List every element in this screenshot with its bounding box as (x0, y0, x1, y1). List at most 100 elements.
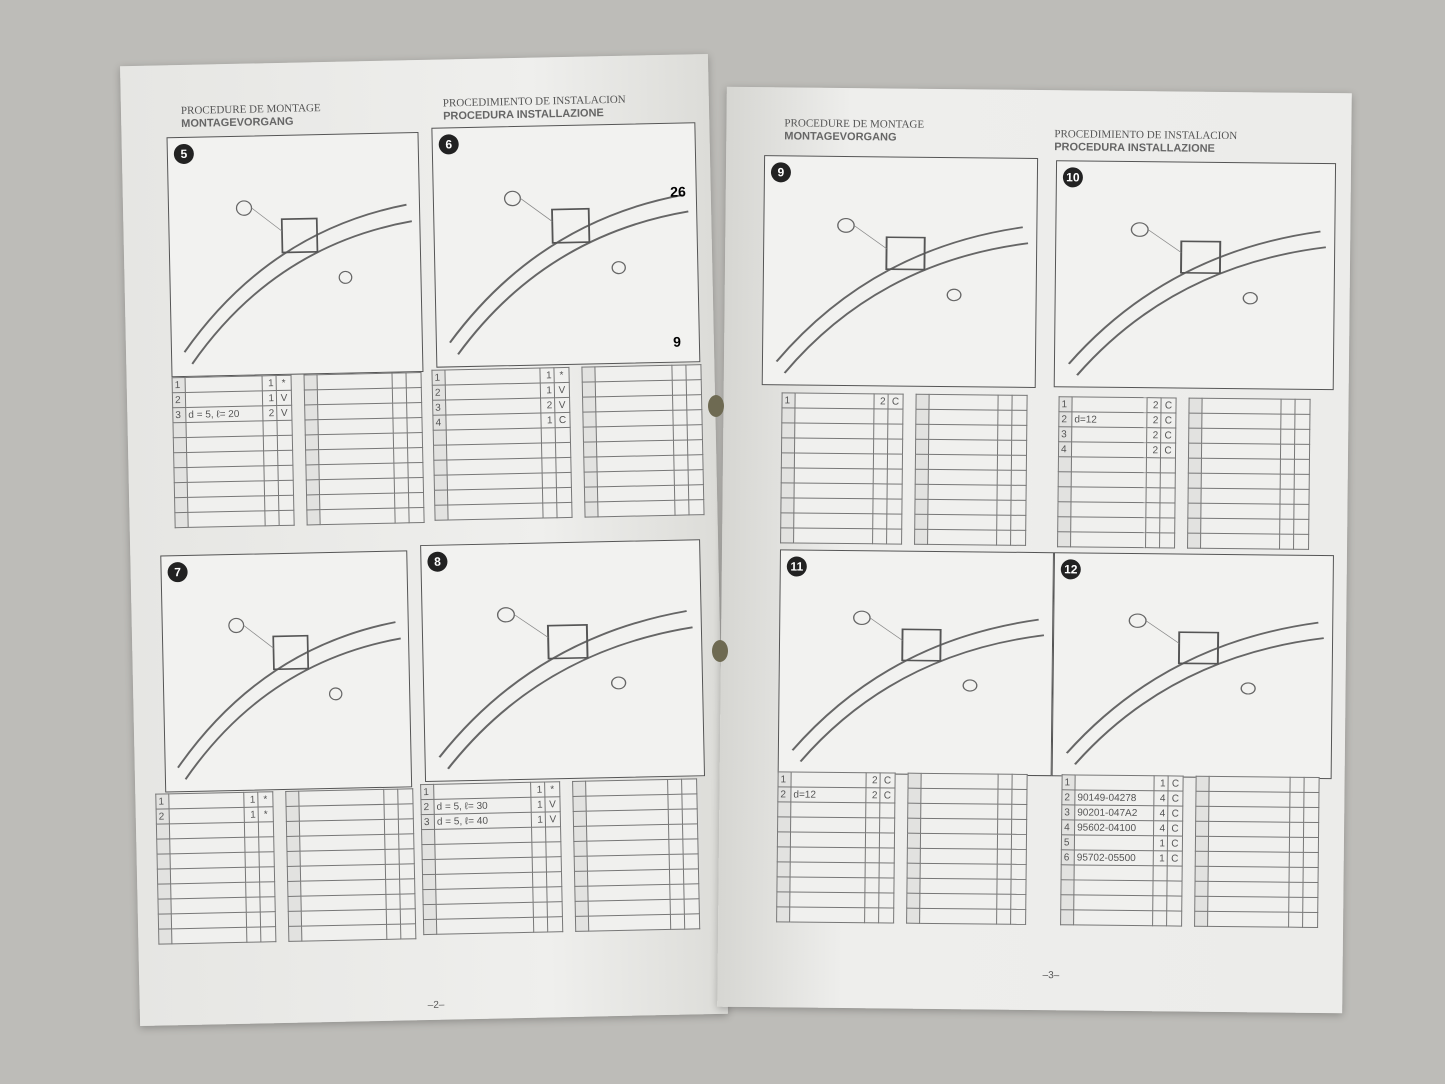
cell (1188, 428, 1202, 444)
table-row (1194, 896, 1318, 913)
cell (1070, 501, 1147, 518)
cell (186, 450, 264, 468)
cell (595, 380, 673, 397)
cell (1279, 534, 1294, 550)
cell (400, 923, 416, 940)
cell (264, 495, 279, 511)
cell: 4 (1153, 790, 1168, 806)
cell: 2 (1146, 442, 1161, 458)
cell (1071, 486, 1147, 503)
cell: V (276, 390, 292, 406)
cell (1207, 896, 1289, 913)
cell (186, 465, 265, 483)
cell (595, 395, 673, 412)
cell (547, 901, 563, 917)
cell (1293, 504, 1309, 520)
motorcycle-part-drawing (791, 610, 1045, 762)
cell (1293, 534, 1309, 550)
cell (1187, 488, 1202, 504)
cell (1057, 531, 1071, 547)
cell (596, 425, 674, 442)
cell (532, 887, 548, 903)
cell (1303, 777, 1320, 793)
cell (385, 864, 400, 880)
cell (887, 468, 903, 485)
table-row (781, 482, 903, 500)
cell (920, 788, 998, 805)
cell (187, 480, 265, 498)
table-row (907, 788, 1027, 805)
cell: 90201-047A2 (1074, 804, 1154, 821)
cell (996, 894, 1011, 910)
cell (305, 449, 319, 465)
cell (244, 837, 259, 853)
cell (258, 851, 275, 868)
cell: * (257, 791, 274, 808)
cell (260, 911, 276, 928)
cell (776, 906, 790, 922)
cell (173, 437, 187, 453)
cell (573, 811, 587, 827)
table-row (777, 846, 895, 864)
cell (668, 824, 683, 840)
cell (157, 853, 171, 870)
cell (780, 527, 794, 543)
cell (1011, 834, 1027, 850)
cell (394, 492, 409, 509)
cell (915, 469, 929, 485)
cell: d=12 (1071, 411, 1147, 428)
torque-callout: 26 (670, 183, 686, 200)
cell: 3 (172, 407, 186, 423)
cell (1145, 502, 1161, 518)
table-row (1195, 836, 1319, 853)
cell (781, 467, 795, 483)
cell (286, 806, 300, 822)
cell: 90149-04278 (1074, 789, 1154, 806)
cell (1195, 821, 1209, 837)
cell (1146, 472, 1161, 488)
cell (422, 874, 436, 890)
table-row (1195, 821, 1319, 838)
cell: 2 (262, 405, 277, 421)
cell: 1 (1061, 774, 1076, 790)
cell: 4 (1153, 820, 1168, 836)
cell (573, 826, 587, 842)
cell (777, 861, 791, 877)
cell: 2 (420, 799, 435, 815)
cell (574, 886, 589, 902)
cell (872, 498, 888, 514)
cell (1195, 851, 1209, 867)
cell (1011, 804, 1027, 820)
header-fr: PROCEDURE DE MONTAGE (180, 102, 321, 117)
cell (879, 847, 895, 864)
cell (864, 892, 879, 908)
cell (1289, 822, 1304, 838)
table-row (1194, 881, 1319, 898)
cell (872, 513, 887, 529)
cell (319, 508, 396, 525)
cell: C (879, 787, 895, 804)
cell (244, 822, 259, 838)
cell (582, 396, 596, 413)
cell (318, 433, 394, 450)
page-number: –2– (427, 999, 445, 1012)
table-row (915, 454, 1027, 471)
cell (1166, 880, 1183, 897)
cell (259, 866, 275, 883)
cell (1289, 777, 1305, 793)
cell (1207, 911, 1289, 928)
cell (574, 856, 588, 872)
cell (996, 530, 1011, 546)
cell (686, 409, 703, 425)
table-row (914, 529, 1026, 546)
cell (434, 504, 449, 521)
cell: C (1160, 427, 1176, 443)
cell (1159, 517, 1175, 533)
cell (1146, 457, 1161, 473)
table-row (1195, 776, 1320, 793)
